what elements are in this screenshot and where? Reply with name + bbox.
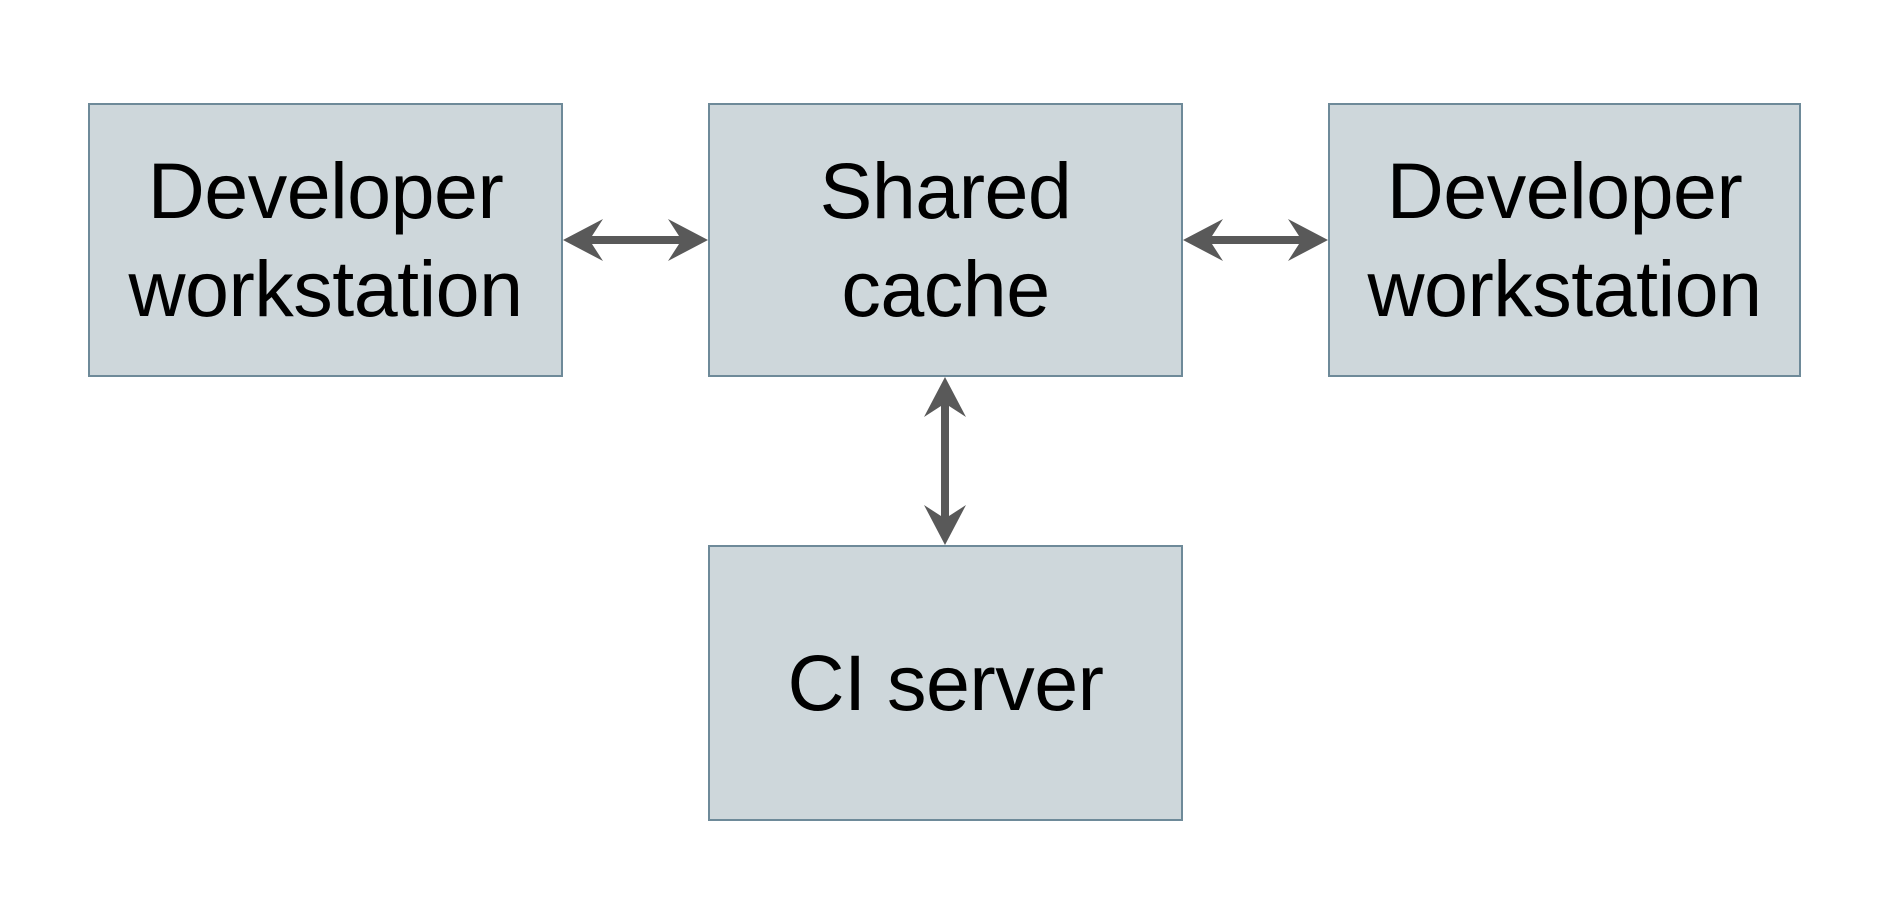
node-label: Developer workstation — [1367, 146, 1762, 333]
node-developer-workstation-right[interactable]: Developer workstation — [1328, 103, 1801, 377]
node-developer-workstation-left[interactable]: Developer workstation — [88, 103, 563, 377]
node-shared-cache[interactable]: Shared cache — [708, 103, 1183, 377]
double-arrow-horizontal-icon — [1183, 219, 1328, 261]
node-ci-server[interactable]: CI server — [708, 545, 1183, 821]
edge-shared-cache-to-ci-server — [924, 377, 966, 545]
edge-left-workstation-to-shared-cache — [563, 219, 708, 261]
double-arrow-horizontal-icon — [563, 219, 708, 261]
node-label: Developer workstation — [128, 146, 523, 333]
edge-shared-cache-to-right-workstation — [1183, 219, 1328, 261]
double-arrow-vertical-icon — [924, 377, 966, 545]
node-label: Shared cache — [819, 146, 1072, 333]
node-label: CI server — [787, 638, 1104, 727]
